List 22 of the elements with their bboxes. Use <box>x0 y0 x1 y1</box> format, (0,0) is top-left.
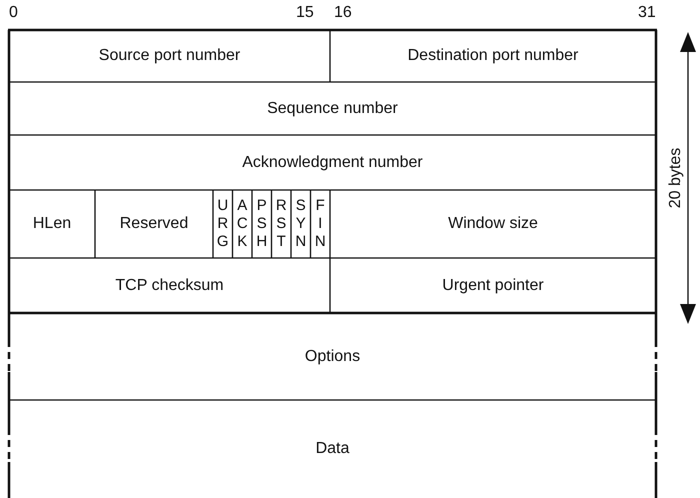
field-label: Urgent pointer <box>442 276 544 294</box>
flag-name: URG <box>216 197 229 251</box>
field-label: Sequence number <box>267 100 398 118</box>
flag-name: SYN <box>294 197 307 251</box>
flag-name: FIN <box>314 197 326 251</box>
field-label: Window size <box>448 215 538 233</box>
bit-number: 31 <box>638 4 656 22</box>
flag-name: PSH <box>256 197 268 251</box>
flag-name: RST <box>275 197 288 251</box>
bit-number: 0 <box>9 4 18 22</box>
dimension-label: 20 bytes <box>667 148 686 208</box>
field-label: HLen <box>32 215 72 233</box>
field-label: Reserved <box>120 215 188 233</box>
field-label: Data <box>316 440 350 458</box>
field-label: Source port number <box>98 47 240 65</box>
field-label: TCP checksum <box>115 276 224 294</box>
bit-number: 15 <box>296 4 314 22</box>
field-label: Options <box>304 348 360 366</box>
bit-number: 16 <box>334 4 352 22</box>
flag-name: ACK <box>236 197 248 251</box>
field-label: Acknowledgment number <box>242 154 423 172</box>
field-label: Destination port number <box>408 47 578 65</box>
